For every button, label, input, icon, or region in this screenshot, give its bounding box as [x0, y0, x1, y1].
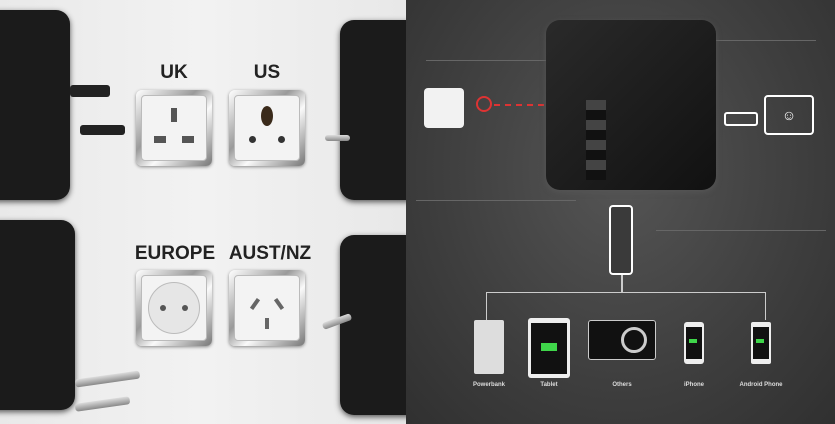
device-label-android-phone: Android Phone [739, 382, 783, 388]
socket-uk [136, 90, 212, 166]
powerbank-icon [474, 320, 504, 374]
device-label-powerbank: Powerbank [472, 382, 505, 388]
socket-us [229, 90, 305, 166]
iphone-icon [684, 322, 704, 364]
camera-icon [588, 320, 656, 360]
device-label-tablet: Tablet [540, 382, 558, 388]
label-europe: EUROPE [134, 243, 216, 264]
device-label-iphone: iPhone [683, 382, 704, 388]
wall-socket-icon [424, 88, 464, 128]
android-phone-icon [751, 322, 771, 364]
plug-types-panel: UK US EUROPE AUST/NZ [0, 0, 430, 424]
plug-connector-icon [476, 96, 492, 112]
eu-pin [74, 396, 131, 412]
us-pin [325, 135, 350, 141]
usb-ports [586, 100, 606, 180]
label-us: US [253, 62, 281, 83]
tablet-icon [528, 318, 570, 378]
uk-pin [70, 85, 110, 97]
adapter-uk [0, 10, 70, 200]
smart-home-icon: ☺ [764, 95, 814, 135]
uk-pin [80, 125, 125, 135]
arrow [494, 104, 544, 106]
label-uk: UK [160, 62, 188, 83]
plug-icon [724, 112, 758, 126]
usage-diagram-panel: ☺ Powerbank Tablet Others iPhone Android… [406, 0, 835, 424]
eu-pin [74, 370, 141, 388]
socket-europe [136, 270, 212, 346]
device-label-others: Others [612, 382, 632, 388]
socket-aust-nz [229, 270, 305, 346]
adapter-europe [0, 220, 75, 410]
travel-adapter [546, 20, 716, 190]
usb-cable [609, 205, 633, 275]
label-aust-nz: AUST/NZ [228, 243, 312, 264]
